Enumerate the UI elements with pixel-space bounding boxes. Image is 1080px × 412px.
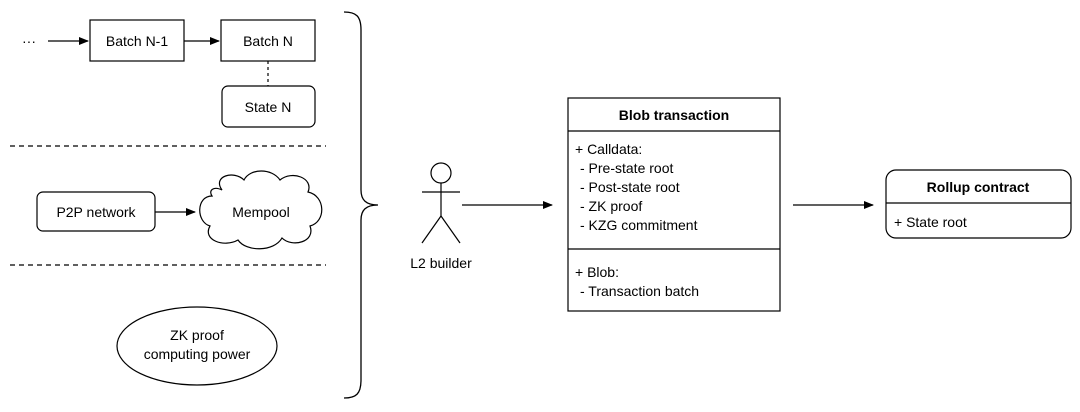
zk-power-line1: ZK proof [170,327,224,343]
calldata-item: - Post-state root [580,179,680,195]
actor-head [430,162,452,184]
batch-prev-box[interactable]: Batch N-1 [89,19,185,62]
state-box[interactable]: State N [221,85,316,128]
calldata-item: - ZK proof [580,198,642,214]
blob-header: + Blob: [575,264,619,280]
zk-power-line2: computing power [144,346,251,362]
calldata-header: + Calldata: [575,141,642,157]
actor-left-leg [421,215,442,244]
blob-transaction-frame [567,97,781,312]
actor-right-leg [440,215,461,244]
batch-current-label: Batch N [243,33,293,49]
batch-prev-label: Batch N-1 [106,33,168,49]
blob-item: - Transaction batch [580,283,699,299]
calldata-item: - Pre-state root [580,160,673,176]
rollup-contract-frame [885,169,1072,239]
ellipsis-text: ··· [22,33,36,49]
zk-computing-power-ellipse[interactable]: ZK proof computing power [116,306,278,386]
grouping-brace [343,11,379,399]
l2-builder-actor[interactable]: L2 builder [410,162,472,271]
calldata-item: - KZG commitment [580,217,698,233]
l2-builder-label: L2 builder [410,255,472,271]
p2p-network-box[interactable]: P2P network [36,191,156,232]
mempool-cloud[interactable]: Mempool [199,170,323,250]
rollup-contract-title: Rollup contract [927,179,1030,195]
batch-current-box[interactable]: Batch N [220,19,316,62]
rollup-state-root-field: + State root [894,214,967,230]
p2p-network-label: P2P network [56,204,136,220]
mempool-label: Mempool [232,204,290,220]
mempool-cloud-shape [199,170,323,250]
rollup-contract-box[interactable]: Rollup contract + State root [885,169,1072,239]
blob-transaction-title: Blob transaction [619,107,729,123]
state-label: State N [245,99,292,115]
blob-transaction-box[interactable]: Blob transaction + Calldata: - Pre-state… [567,97,781,312]
